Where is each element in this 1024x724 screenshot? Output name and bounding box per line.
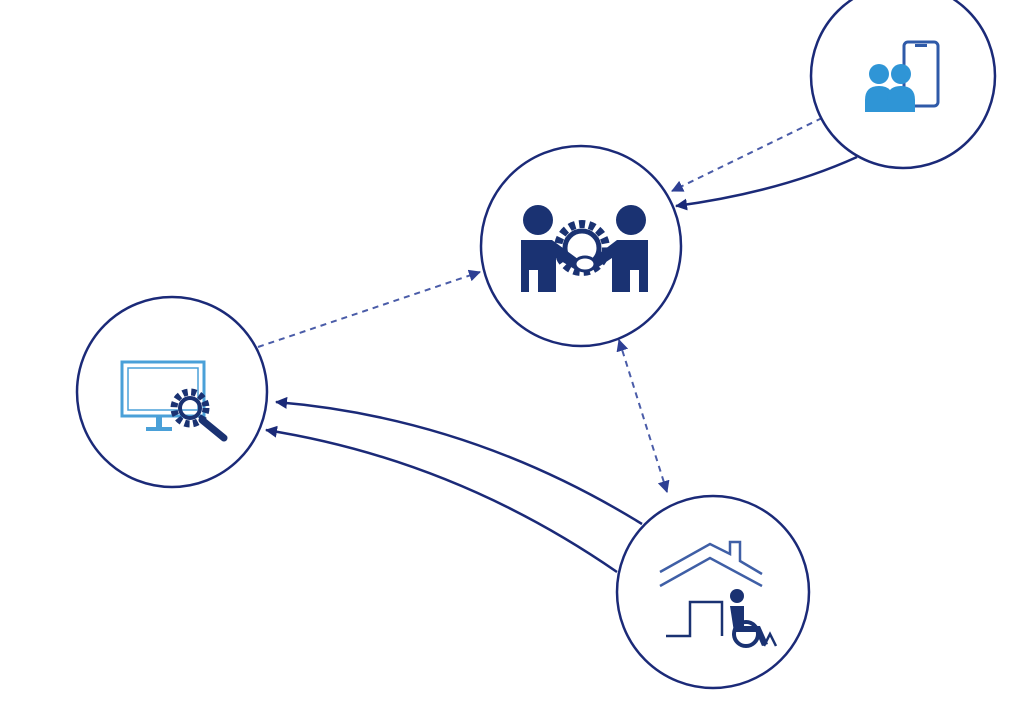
edges: [257, 117, 858, 574]
node-tech-support[interactable]: [75, 295, 269, 489]
node-home-care[interactable]: [615, 494, 811, 690]
edge-home-to-tech-solid-lower: [265, 425, 618, 574]
edge-mobile-to-partnership-dashed: [671, 117, 823, 192]
edge-mobile-to-partnership-solid: [675, 155, 858, 211]
house-wheelchair-icon: [659, 540, 778, 648]
users-smartphone-icon: [865, 40, 940, 112]
node-partnership[interactable]: [479, 144, 683, 348]
edge-home-to-tech-solid-upper: [275, 396, 643, 526]
node-mobile-users[interactable]: [809, 0, 997, 170]
edge-partnership-home-dashed: [616, 339, 670, 493]
edge-tech-to-partnership-dashed: [257, 269, 481, 348]
handshake-gear-icon: [521, 205, 648, 292]
monitor-gear-search-icon: [120, 360, 228, 442]
